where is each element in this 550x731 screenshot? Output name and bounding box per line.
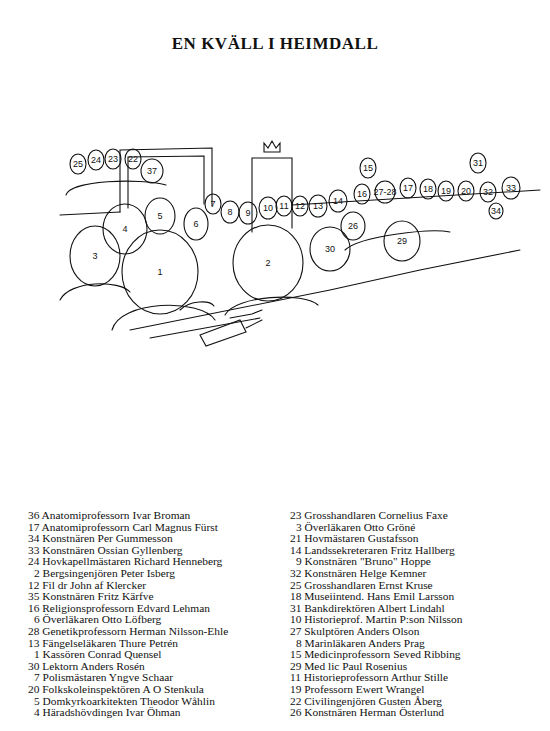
key-entry: 1 Kassören Conrad Quensel (34, 649, 161, 660)
callout-number: 26 (348, 222, 358, 231)
callout-number: 29 (397, 237, 407, 246)
key-entry: 5 Domkyrkoarkitekten Theodor Wåhlin (34, 696, 215, 707)
callout-number: 32 (483, 188, 493, 197)
key-entry: 17 Anatomiprofessorn Carl Magnus Fürst (28, 522, 218, 533)
key-entry: 31 Bankdirektören Albert Lindahl (290, 603, 445, 614)
paper-sheet (200, 320, 246, 346)
callout-number: 3 (92, 252, 97, 261)
key-entry: 9 Konstnären "Bruno" Hoppe (296, 556, 431, 567)
callout-number: 9 (245, 209, 250, 218)
key-entry: 3 Överläkaren Otto Gröné (296, 522, 415, 533)
key-entry: 34 Konstnären Per Gummesson (28, 533, 173, 544)
key-entry: 18 Museiintend. Hans Emil Larsson (290, 591, 454, 602)
key-entry: 25 Grosshandlaren Ernst Kruse (290, 580, 433, 591)
key-entry: 26 Konstnären Herman Österlund (290, 707, 444, 718)
key-entry: 13 Fängelseläkaren Thure Petrén (28, 638, 178, 649)
callout-number: 1 (157, 268, 162, 277)
key-entry: 11 Historieprofessorn Arthur Stille (290, 672, 448, 683)
callout-number: 31 (473, 159, 483, 168)
callout-number: 5 (157, 212, 162, 221)
callout-number: 10 (263, 204, 273, 213)
key-entry: 12 Fil dr John af Klercker (28, 580, 146, 591)
table-edge (130, 250, 520, 330)
key-entry: 22 Civilingenjören Gusten Åberg (290, 696, 442, 707)
head-outline (66, 149, 166, 195)
callout-number: 4 (122, 225, 127, 234)
key-entry: 36 Anatomiprofessorn Ivar Broman (28, 510, 190, 521)
key-entry: 19 Professorn Ewert Wrangel (290, 684, 424, 695)
callout-number: 8 (227, 208, 232, 217)
callout-number: 30 (325, 245, 335, 254)
callout-number: 14 (333, 197, 343, 206)
key-entry: 24 Hovkapellmästaren Richard Henneberg (28, 556, 222, 567)
key-entry: 33 Konstnären Ossian Gyllenberg (28, 545, 183, 556)
callout-number: 25 (73, 160, 83, 169)
key-entry: 23 Grosshandlaren Cornelius Faxe (290, 510, 448, 521)
callout-number: 13 (313, 202, 323, 211)
callout-number: 2 (265, 259, 270, 268)
key-entry: 30 Lektorn Anders Rosén (28, 661, 145, 672)
head-outline (60, 153, 520, 330)
callout-number: 22 (128, 155, 138, 164)
key-entry: 6 Överläkaren Otto Löfberg (34, 614, 161, 625)
callout-number: 6 (193, 220, 198, 229)
callout-number: 7 (210, 200, 215, 209)
callout-number: 15 (363, 164, 373, 173)
key-entry: 14 Landssekreteraren Fritz Hallberg (290, 545, 455, 556)
key-entry: 4 Häradshövdingen Ivar Öhman (34, 707, 180, 718)
callout-number: 20 (461, 187, 471, 196)
key-entry: 29 Med lic Paul Rosenius (290, 661, 407, 672)
page-title: EN KVÄLL I HEIMDALL (0, 34, 550, 54)
crown-symbol (264, 141, 280, 152)
callout-number: 16 (357, 190, 367, 199)
key-entry: 35 Konstnären Fritz Kärfve (28, 591, 154, 602)
callout-number: 12 (295, 202, 305, 211)
callout-number: 23 (108, 155, 118, 164)
callout-number: 37 (147, 167, 157, 176)
key-entry: 15 Medicinprofessorn Seved Ribbing (290, 649, 461, 660)
key-entry: 10 Historieprof. Martin P:son Nilsson (290, 614, 462, 625)
callout-number: 17 (403, 184, 413, 193)
lectern (252, 158, 292, 232)
callout-number: 18 (423, 185, 433, 194)
key-entry: 16 Religionsprofessorn Edvard Lehman (28, 603, 210, 614)
key-entry: 2 Bergsingenjören Peter Isberg (34, 568, 175, 579)
screen-frame (120, 148, 212, 212)
callout-number: 24 (91, 156, 101, 165)
callout-number: 27-28 (373, 188, 396, 197)
key-entry: 8 Marinläkaren Anders Prag (296, 638, 425, 649)
key-entry: 27 Skulptören Anders Olson (290, 626, 419, 637)
key-entry: 32 Konstnären Helge Kemner (290, 568, 426, 579)
key-entry: 21 Hovmästaren Gustafsson (290, 533, 418, 544)
key-entry: 7 Polismästaren Yngve Schaar (34, 672, 173, 683)
key-entry: 20 Folkskoleinspektören A O Stenkula (28, 684, 204, 695)
callout-number: 19 (441, 187, 451, 196)
callout-number: 34 (491, 207, 501, 216)
key-entry: 28 Genetikprofessorn Herman Nilsson-Ehle (28, 626, 228, 637)
callout-number: 33 (506, 184, 516, 193)
hand (230, 310, 262, 328)
callout-number: 11 (279, 202, 288, 211)
